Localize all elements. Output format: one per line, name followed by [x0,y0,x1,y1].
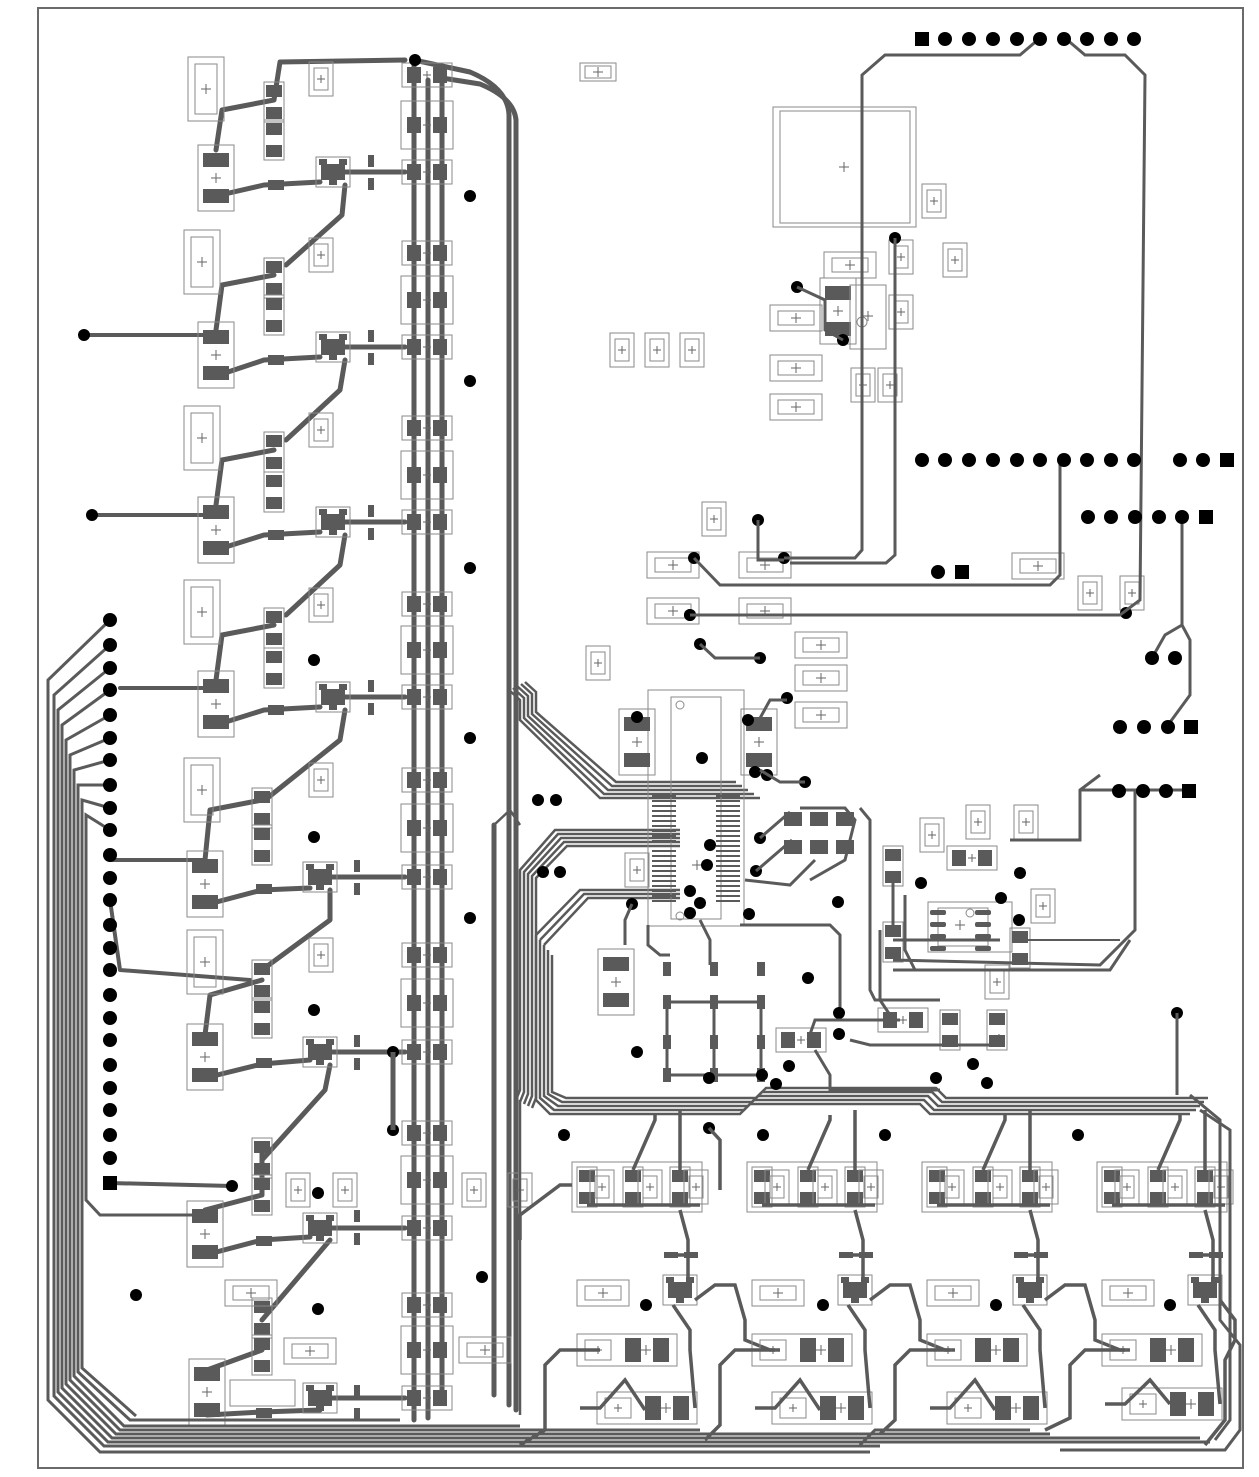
mcu-support [585,609,811,1016]
bottom-stage-3 [878,1110,1130,1436]
left-header [103,613,117,1190]
top-right-headers [915,32,1234,798]
bottom-stage-4 [1044,1110,1237,1447]
bottom-stage-1 [518,1110,780,1447]
mcu-chip [647,689,745,927]
board-outline [37,7,1244,1469]
regulator-area [579,36,1192,729]
mcu-tracks [623,642,842,1010]
left-header-tracks [46,618,1210,1454]
outer-return-traces [858,1093,1242,1452]
bottom-stage-2 [703,1110,955,1442]
left-footprints [183,56,533,1426]
driver-cluster [744,773,1190,1095]
switch-block [631,962,814,1090]
